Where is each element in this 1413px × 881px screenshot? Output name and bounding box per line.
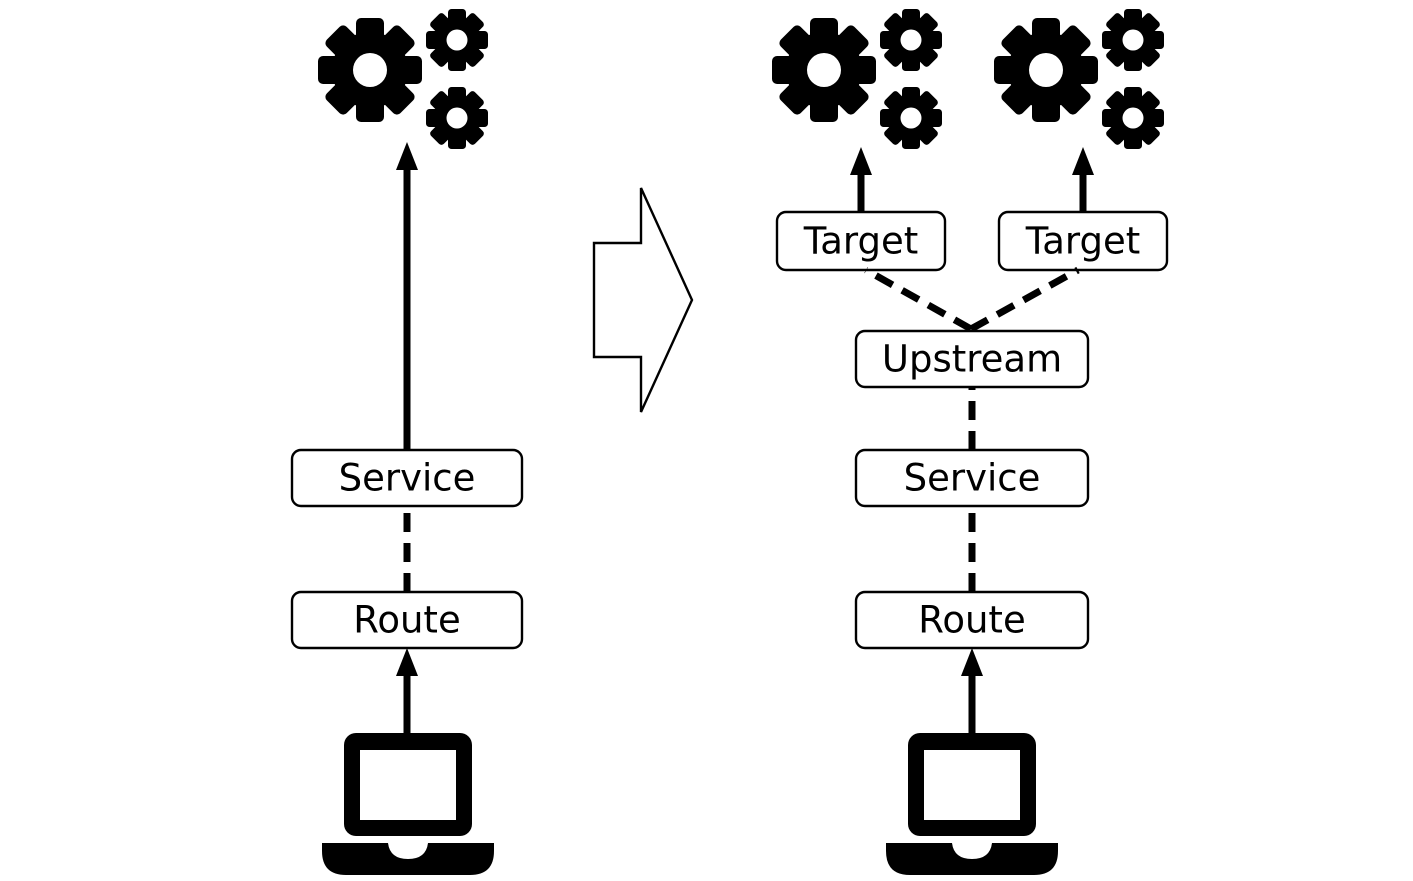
- laptop-icon: [886, 733, 1058, 875]
- node-upstream[interactable]: Upstream: [854, 329, 1090, 389]
- gears-icon: [318, 9, 488, 149]
- node-label-upstream: Upstream: [882, 338, 1062, 381]
- arrowhead: [1072, 147, 1094, 175]
- arrowhead: [850, 147, 872, 175]
- node-label-service: Service: [904, 457, 1041, 500]
- connector-upstream-to-target1: [864, 266, 973, 333]
- gears-icon: [772, 9, 942, 149]
- node-route-left[interactable]: Route: [290, 590, 524, 650]
- node-label-route: Route: [918, 599, 1025, 642]
- node-label-service: Service: [339, 457, 476, 500]
- arrowhead: [396, 648, 418, 676]
- connector-target2-to-gears: [1072, 147, 1094, 212]
- node-target-2[interactable]: Target: [997, 210, 1169, 272]
- node-label-target: Target: [803, 220, 918, 263]
- node-service-right[interactable]: Service: [854, 448, 1090, 508]
- connector-target1-to-gears: [850, 147, 872, 212]
- right-panel: Target Target Upstream Service: [772, 9, 1169, 875]
- arrowhead: [396, 142, 418, 170]
- connector-upstream-to-target2: [969, 266, 1080, 333]
- connector-laptop-to-route: [396, 648, 418, 733]
- connector-laptop-to-route: [961, 648, 983, 733]
- connector-service-to-gears: [396, 142, 418, 450]
- node-service-left[interactable]: Service: [290, 448, 524, 508]
- node-target-1[interactable]: Target: [775, 210, 947, 272]
- node-label-route: Route: [353, 599, 460, 642]
- node-route-right[interactable]: Route: [854, 590, 1090, 650]
- node-label-target: Target: [1025, 220, 1140, 263]
- left-panel: Service Route: [290, 9, 524, 875]
- block-arrow-right-icon: [592, 187, 694, 413]
- gears-icon: [994, 9, 1164, 149]
- laptop-icon: [322, 733, 494, 875]
- arrowhead: [961, 648, 983, 676]
